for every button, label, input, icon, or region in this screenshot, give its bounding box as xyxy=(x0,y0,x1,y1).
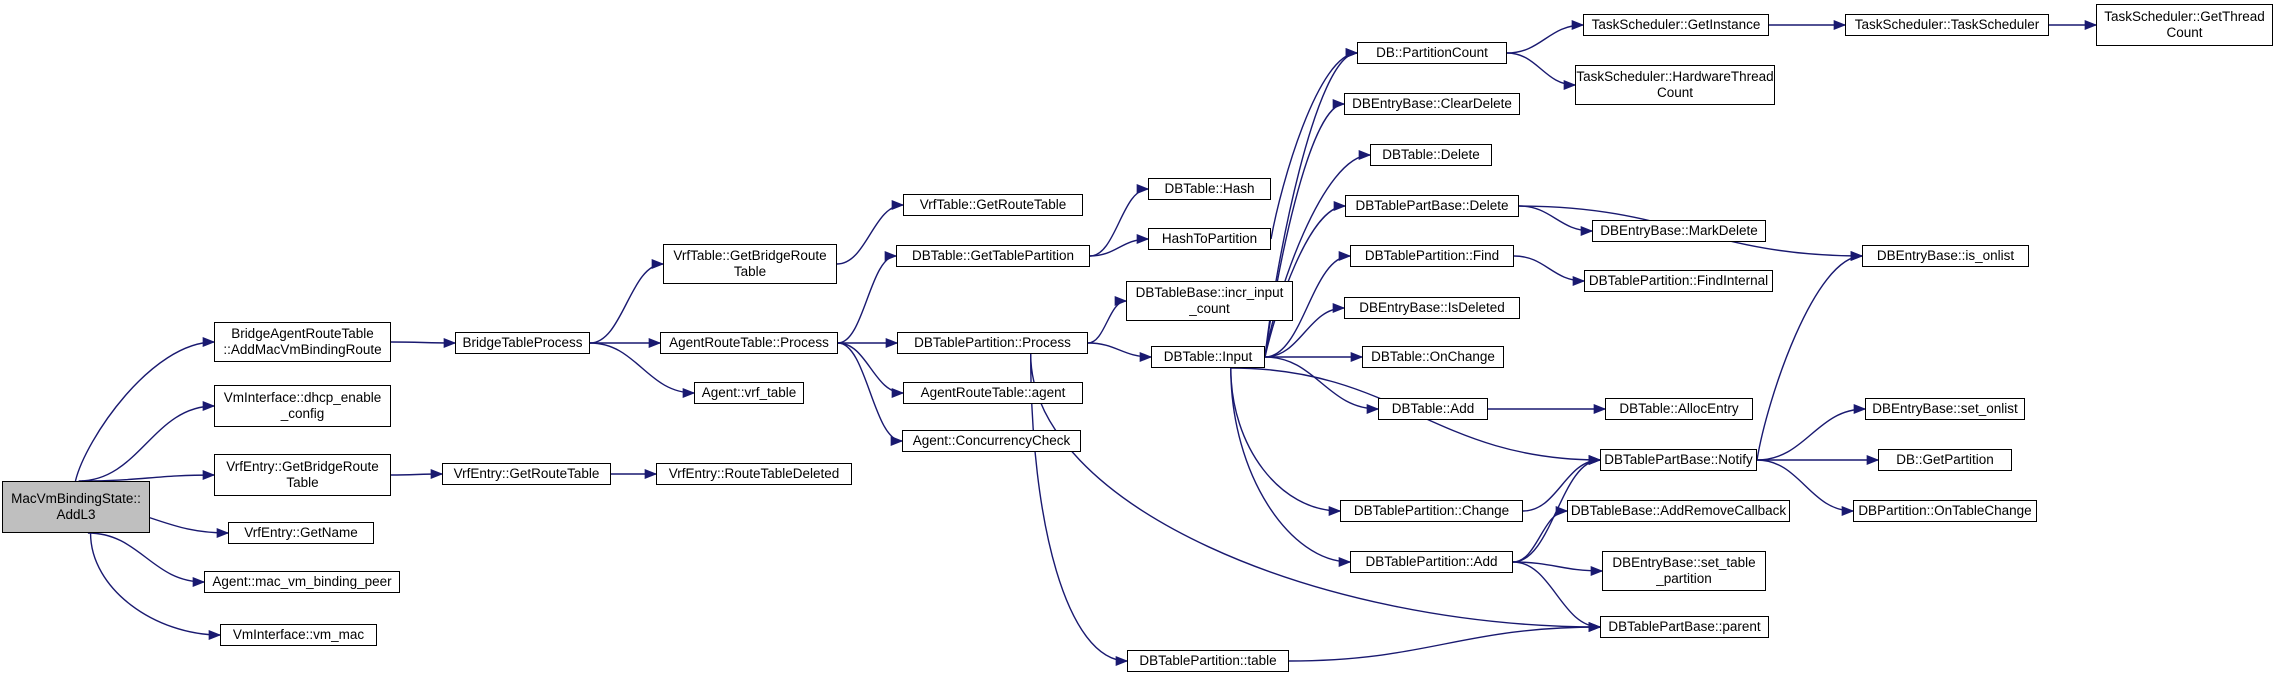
node-dbt-gettablepart[interactable]: DBTable::GetTablePartition xyxy=(896,245,1090,267)
edge-dbt-input-to-dbeb-cleardelete xyxy=(1264,99,1346,358)
edge-dbtp-table-to-dbtpb-parent xyxy=(1288,621,1602,662)
node-vrft-getbridge[interactable]: VrfTable::GetBridgeRoute Table xyxy=(663,244,837,284)
edge-art-process-to-art-agent xyxy=(837,342,905,399)
node-dbtp-process[interactable]: DBTablePartition::Process xyxy=(897,332,1088,354)
node-dbtpb-parent[interactable]: DBTablePartBase::parent xyxy=(1600,616,1769,638)
edge-hashtopart-to-db-partcount xyxy=(1270,47,1359,240)
node-dbtp-table[interactable]: DBTablePartition::table xyxy=(1127,650,1289,672)
node-bart-add[interactable]: BridgeAgentRouteTable ::AddMacVmBindingR… xyxy=(214,322,391,362)
node-dbtp-findinternal[interactable]: DBTablePartition::FindInternal xyxy=(1584,270,1773,292)
node-dbt-add[interactable]: DBTable::Add xyxy=(1378,398,1488,420)
edge-bart-add-to-bridge-proc xyxy=(390,337,457,349)
node-dbeb-setonlist[interactable]: DBEntryBase::set_onlist xyxy=(1865,398,2025,420)
edge-bridge-proc-to-vrft-getbridge xyxy=(589,258,665,344)
node-ts-getinstance[interactable]: TaskScheduler::GetInstance xyxy=(1583,14,1769,36)
edge-dbt-input-to-dbtp-change xyxy=(1230,367,1342,517)
edge-root-to-vmi-dhcp xyxy=(78,400,216,482)
edge-dbtp-process-to-dbtb-incr xyxy=(1087,295,1128,344)
node-dbtpb-notify[interactable]: DBTablePartBase::Notify xyxy=(1600,449,1757,471)
node-dbeb-isonlist[interactable]: DBEntryBase::is_onlist xyxy=(1862,245,2029,267)
edge-dbtp-add-to-dbeb-settablepart xyxy=(1512,561,1604,577)
node-agent-macvm[interactable]: Agent::mac_vm_binding_peer xyxy=(204,571,400,593)
node-dbt-input[interactable]: DBTable::Input xyxy=(1151,346,1265,368)
node-dbt-hash[interactable]: DBTable::Hash xyxy=(1148,178,1271,200)
edge-root-to-vrf-getbridge xyxy=(82,469,216,482)
node-dbeb-cleardelete[interactable]: DBEntryBase::ClearDelete xyxy=(1344,93,1520,115)
edge-dbtp-find-to-dbtp-findinternal xyxy=(1513,255,1586,287)
edge-dbtpb-notify-to-dbpart-ontablechange xyxy=(1756,459,1855,517)
node-agent-vrftable[interactable]: Agent::vrf_table xyxy=(694,382,804,404)
edge-dbt-input-to-dbeb-isdeleted xyxy=(1264,302,1346,358)
node-dbtp-add[interactable]: DBTablePartition::Add xyxy=(1350,551,1513,573)
edge-art-process-to-dbt-gettablepart xyxy=(837,250,898,344)
edge-dbt-gettablepart-to-hashtopart xyxy=(1089,233,1150,257)
node-vrft-getroute[interactable]: VrfTable::GetRouteTable xyxy=(903,194,1083,216)
node-vmi-vmmac[interactable]: VmInterface::vm_mac xyxy=(220,624,377,646)
edge-dbt-input-to-dbt-add xyxy=(1264,356,1380,415)
node-dbtpb-delete[interactable]: DBTablePartBase::Delete xyxy=(1345,195,1519,217)
node-vmi-dhcp[interactable]: VmInterface::dhcp_enable _config xyxy=(214,385,391,427)
edge-root-to-bart-add xyxy=(74,336,216,482)
edge-dbtp-process-to-dbtp-table xyxy=(1030,353,1129,667)
edge-art-process-to-agent-concurrency xyxy=(837,342,904,447)
node-agent-concurrency[interactable]: Agent::ConcurrencyCheck xyxy=(902,430,1081,452)
edge-dbtp-add-to-dbtb-addremove xyxy=(1512,505,1569,563)
edge-dbtpb-notify-to-dbeb-setonlist xyxy=(1756,403,1867,461)
edge-dbt-input-to-dbtp-find xyxy=(1264,250,1352,358)
node-art-agent[interactable]: AgentRouteTable::agent xyxy=(903,382,1083,404)
node-db-partcount[interactable]: DB::PartitionCount xyxy=(1357,42,1507,64)
edge-db-partcount-to-ts-hwthread xyxy=(1506,52,1577,91)
node-ts-ctor[interactable]: TaskScheduler::TaskScheduler xyxy=(1845,14,2049,36)
edge-bridge-proc-to-agent-vrftable xyxy=(589,342,696,399)
node-ts-hwthread[interactable]: TaskScheduler::HardwareThread Count xyxy=(1575,65,1775,105)
edge-root-to-vmi-vmmac xyxy=(89,532,222,641)
edge-dbt-input-to-dbtp-add xyxy=(1230,367,1352,568)
node-dbtb-addremove[interactable]: DBTableBase::AddRemoveCallback xyxy=(1567,500,1790,522)
node-dbt-onchange[interactable]: DBTable::OnChange xyxy=(1362,346,1504,368)
node-root[interactable]: MacVmBindingState:: AddL3 xyxy=(2,481,150,533)
edge-dbtp-process-to-dbtpb-parent xyxy=(1030,353,1602,633)
node-bridge-proc[interactable]: BridgeTableProcess xyxy=(455,332,590,354)
edge-vrf-getbridge-to-vrf-getroute xyxy=(390,468,444,480)
edge-dbt-input-to-dbtpb-delete xyxy=(1264,200,1347,358)
edge-dbt-input-to-dbt-delete xyxy=(1264,149,1372,358)
node-hashtopart[interactable]: HashToPartition xyxy=(1148,228,1271,250)
node-dbt-delete[interactable]: DBTable::Delete xyxy=(1370,144,1492,166)
edge-dbtp-process-to-dbt-input xyxy=(1087,342,1153,363)
node-dbt-allocentry[interactable]: DBTable::AllocEntry xyxy=(1605,398,1753,420)
node-dbeb-markdelete[interactable]: DBEntryBase::MarkDelete xyxy=(1592,220,1766,242)
node-ts-getthread[interactable]: TaskScheduler::GetThread Count xyxy=(2096,4,2273,46)
node-vrf-getroute[interactable]: VrfEntry::GetRouteTable xyxy=(442,463,611,485)
node-db-getpartition[interactable]: DB::GetPartition xyxy=(1878,449,2012,471)
node-art-process[interactable]: AgentRouteTable::Process xyxy=(660,332,838,354)
node-dbtp-change[interactable]: DBTablePartition::Change xyxy=(1340,500,1523,522)
edge-root-to-agent-macvm xyxy=(87,532,206,588)
edge-dbtpb-notify-to-dbeb-isonlist xyxy=(1756,250,1864,461)
node-dbpart-ontablechange[interactable]: DBPartition::OnTableChange xyxy=(1853,500,2037,522)
node-dbtb-incr[interactable]: DBTableBase::incr_input _count xyxy=(1126,281,1293,321)
edge-dbt-gettablepart-to-dbt-hash xyxy=(1089,183,1150,257)
node-vrf-getname[interactable]: VrfEntry::GetName xyxy=(228,522,374,544)
node-vrf-deleted[interactable]: VrfEntry::RouteTableDeleted xyxy=(656,463,852,485)
edge-db-partcount-to-ts-getinstance xyxy=(1506,19,1585,54)
node-dbtp-find[interactable]: DBTablePartition::Find xyxy=(1350,245,1514,267)
node-vrf-getbridge[interactable]: VrfEntry::GetBridgeRoute Table xyxy=(214,454,391,496)
node-dbeb-isdeleted[interactable]: DBEntryBase::IsDeleted xyxy=(1344,297,1520,319)
node-dbeb-settablepart[interactable]: DBEntryBase::set_table _partition xyxy=(1602,551,1766,591)
edge-vrft-getbridge-to-vrft-getroute xyxy=(836,199,905,265)
edge-dbtp-add-to-dbtpb-parent xyxy=(1512,561,1602,633)
